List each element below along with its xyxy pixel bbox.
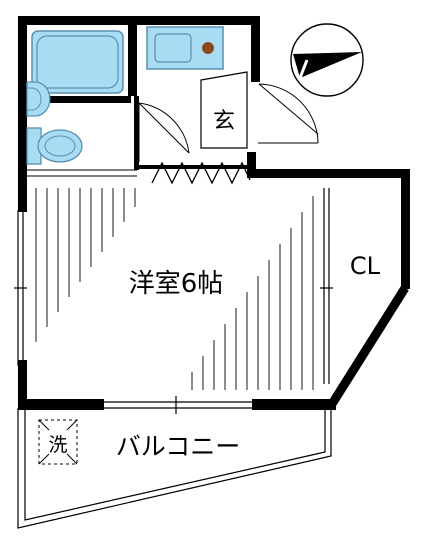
closet-label: CL: [350, 252, 381, 280]
wash-basin: [26, 81, 51, 117]
room-partition-lines: [27, 169, 137, 177]
toilet: [26, 127, 83, 165]
bathtub: [31, 30, 124, 94]
entrance-label: 玄: [213, 109, 235, 134]
entrance-area: 玄: [200, 71, 248, 149]
room-label: 洋室6帖: [129, 269, 224, 299]
folding-door: [151, 161, 251, 185]
balcony-label: バルコニー: [116, 432, 241, 461]
floor-hatching: [35, 188, 314, 390]
north-arrow-icon: [290, 23, 364, 97]
washer-space: 洗: [38, 419, 78, 465]
kitchen-sink: [146, 26, 224, 70]
thin-outlines: [14, 188, 333, 529]
walls: [18, 16, 410, 410]
door-swings: [138, 83, 319, 162]
diagonal-wall: [328, 285, 409, 407]
washer-label: 洗: [48, 434, 67, 456]
faucet-icon: [202, 42, 214, 54]
